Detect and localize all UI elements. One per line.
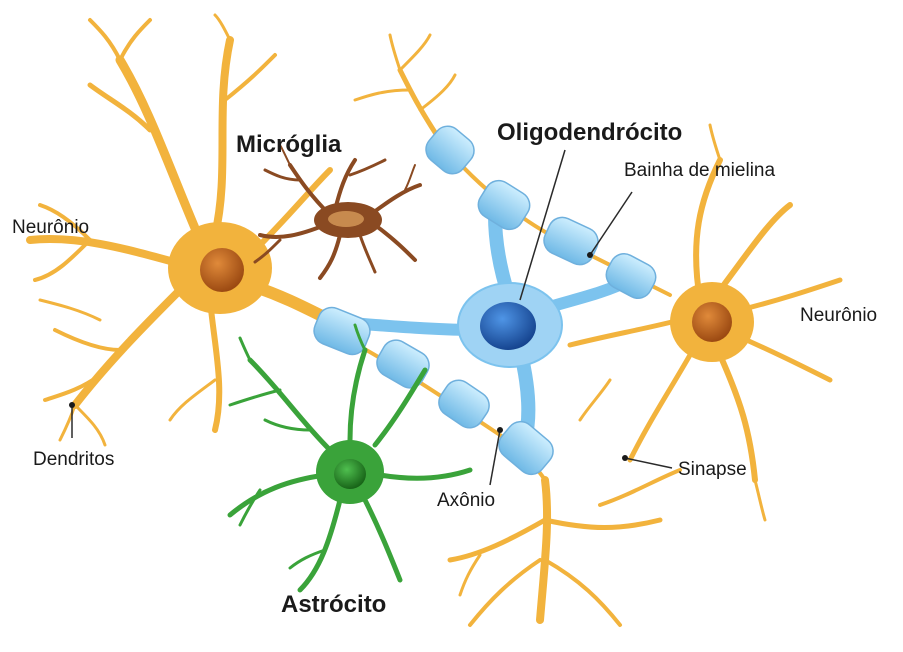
label-axon: Axônio — [437, 490, 495, 512]
microglia-nucleus — [328, 211, 364, 227]
label-synapse: Sinapse — [678, 459, 747, 481]
label-oligodendrocyte: Oligodendrócito — [497, 119, 682, 147]
label-neuron-right: Neurônio — [800, 305, 877, 327]
label-microglia: Micróglia — [236, 131, 341, 159]
right-neuron-nucleus — [692, 302, 732, 342]
label-astrocyte: Astrócito — [281, 591, 386, 619]
top-neuron-dendrites — [355, 35, 455, 140]
label-myelin-sheath: Bainha de mielina — [624, 160, 775, 182]
oligodendrocyte-nucleus — [480, 302, 536, 350]
myelin-leader — [590, 192, 632, 255]
leader-lines — [72, 150, 672, 485]
synapse-leader — [625, 458, 672, 468]
axon-leader — [490, 430, 500, 485]
astrocyte-nucleus — [334, 459, 366, 489]
label-dendrites: Dendritos — [33, 449, 114, 471]
label-neuron-left: Neurônio — [12, 217, 89, 239]
left-neuron-nucleus — [200, 248, 244, 292]
